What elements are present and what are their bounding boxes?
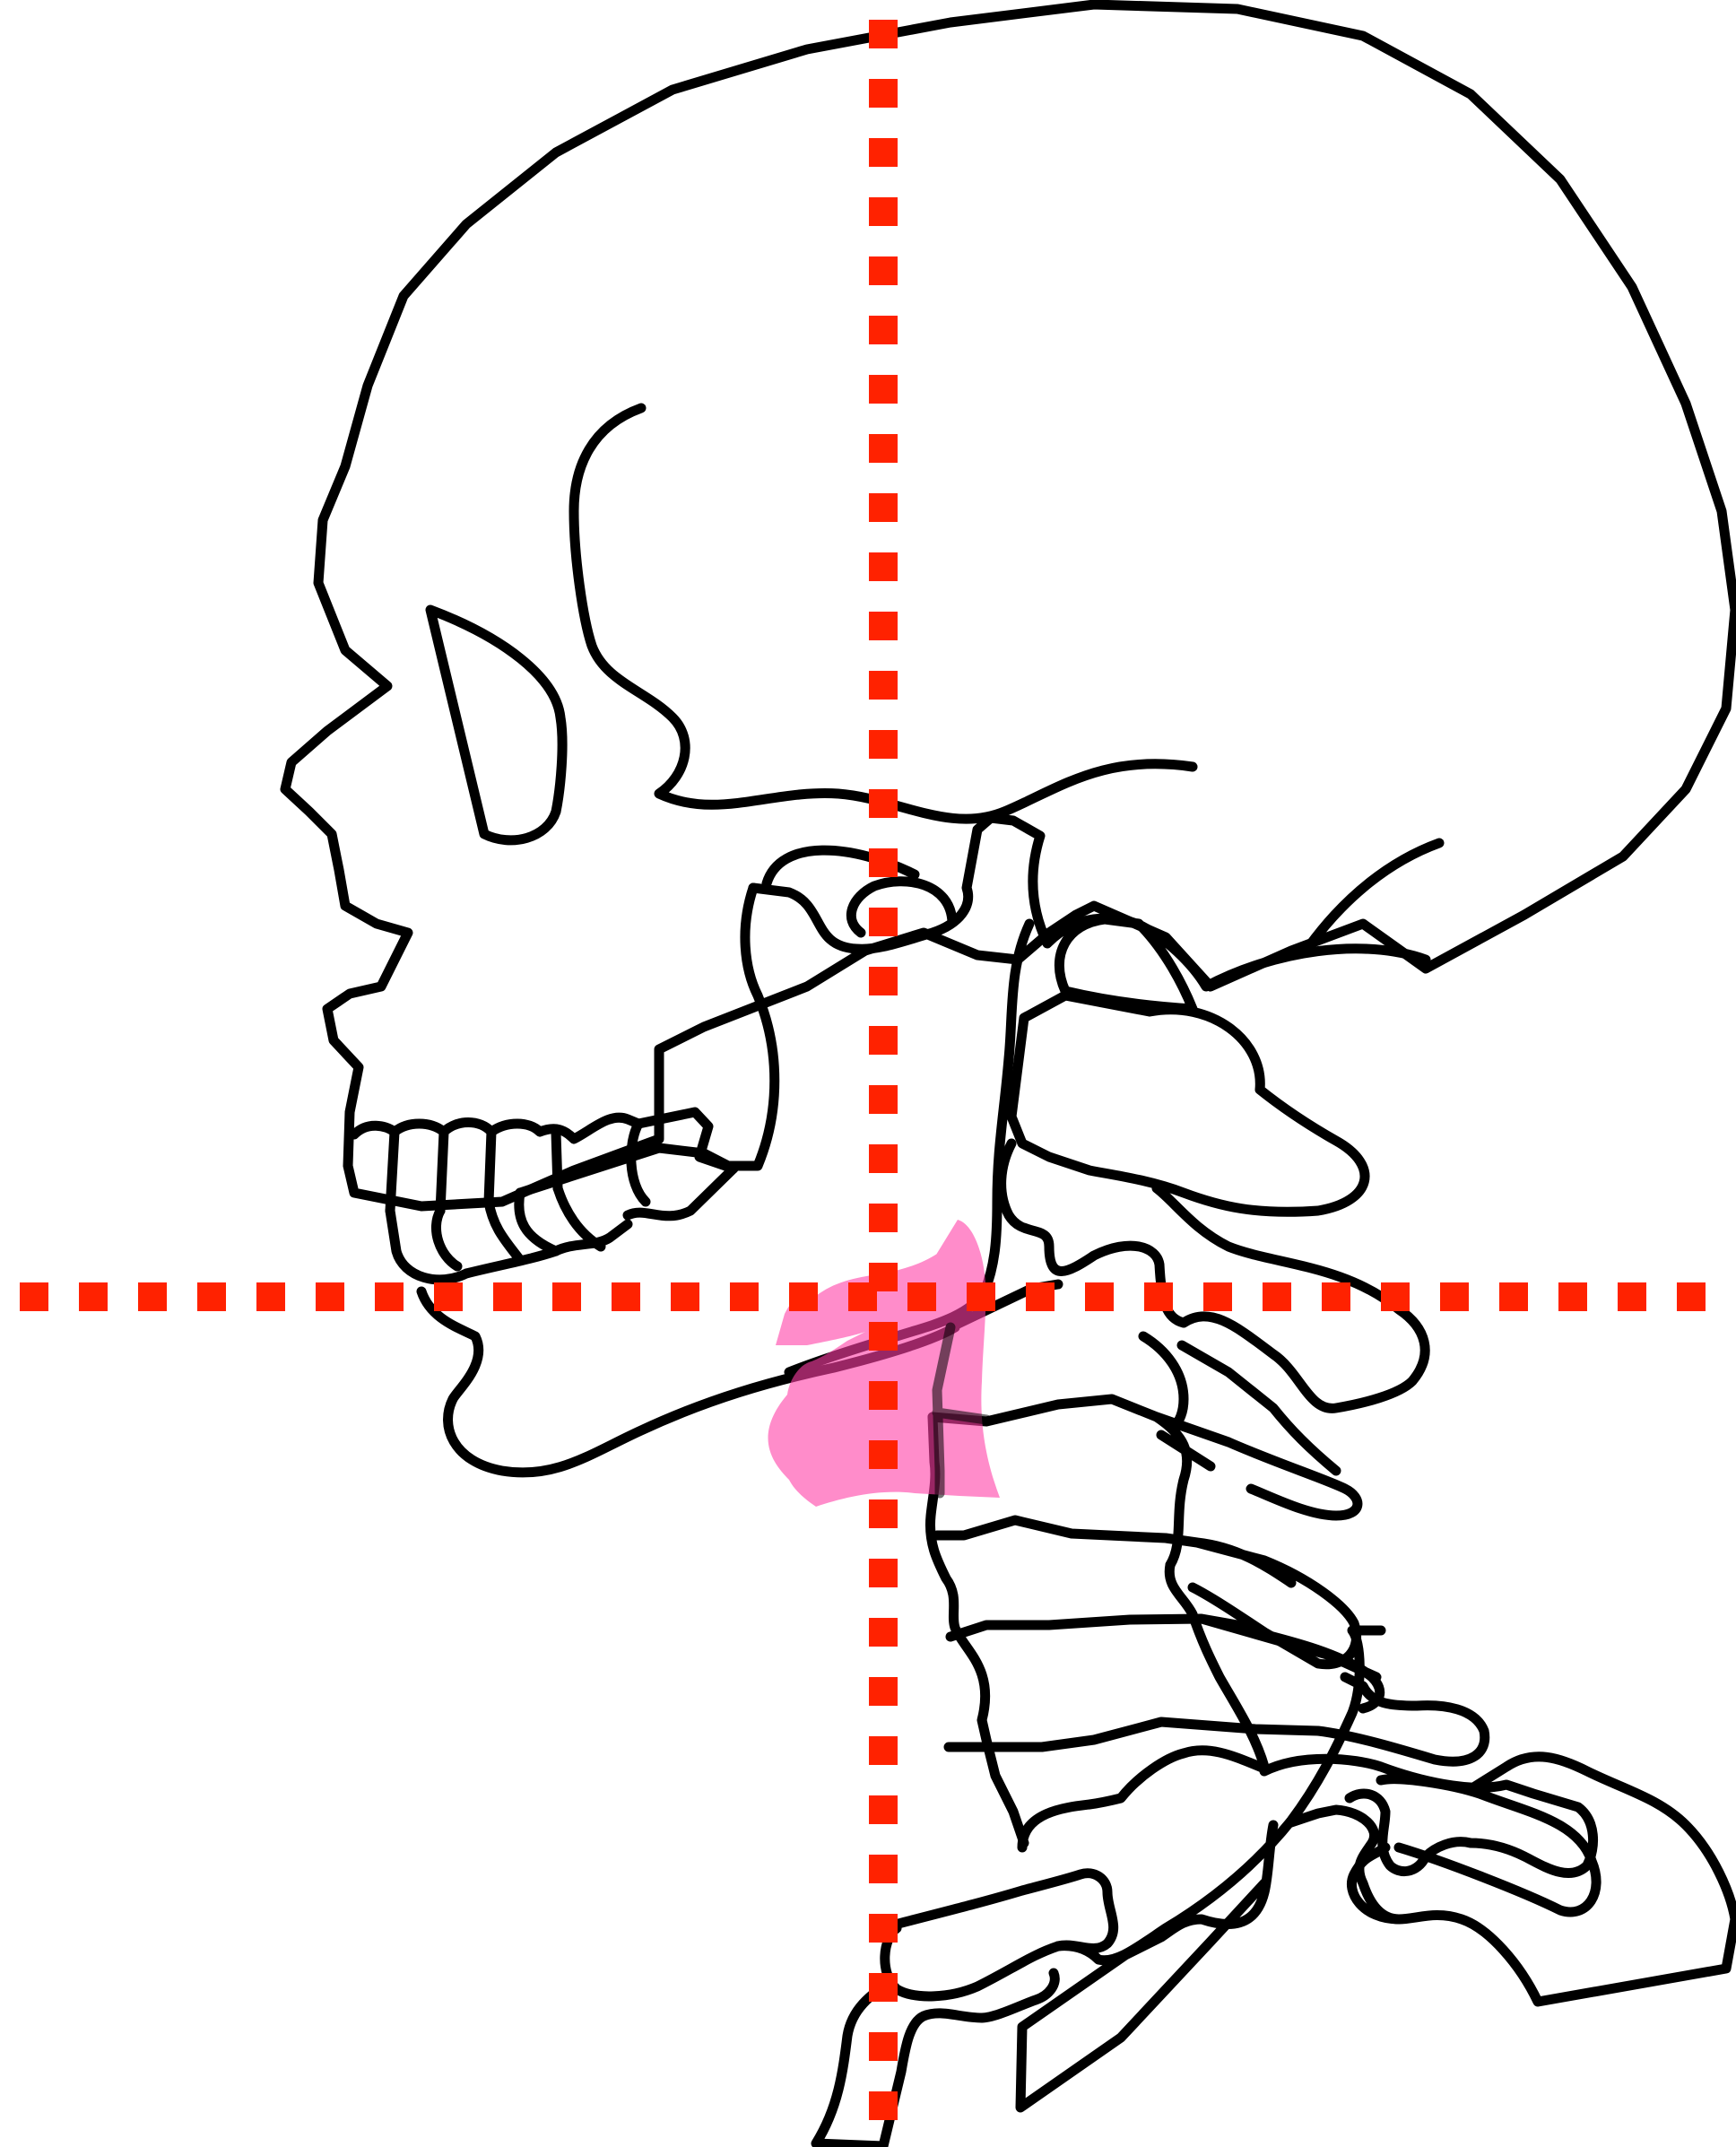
clavicle (888, 1873, 1114, 1949)
axis-vertebra (1011, 995, 1365, 1212)
posterior-vertebral-line (1169, 1565, 1264, 1767)
tooth (440, 1132, 444, 1211)
skull (285, 4, 1735, 1473)
shoulder-girdle (816, 1630, 1735, 2146)
tooth (558, 1188, 601, 1247)
tooth (436, 1211, 457, 1266)
humerus-shaft (1020, 1825, 1273, 2108)
tooth (519, 1193, 556, 1251)
tooth (390, 1132, 395, 1211)
spinous-process-c6 (1022, 1751, 1264, 1847)
tooth (489, 1132, 491, 1202)
